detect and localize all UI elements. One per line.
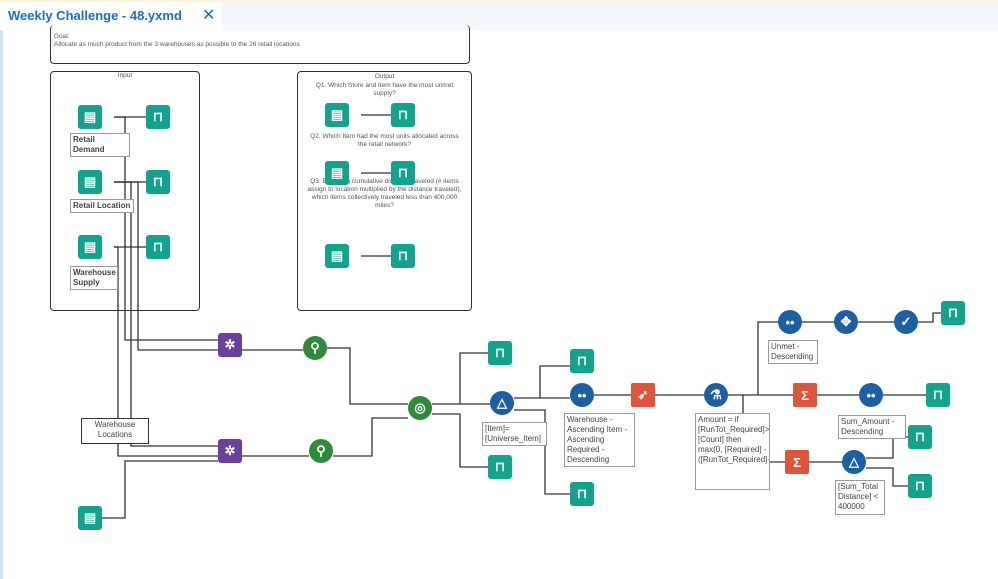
label-warehouse-supply: Warehouse Supply: [70, 266, 118, 290]
browse-icon[interactable]: ⊓: [570, 482, 594, 506]
output-title: Output: [374, 73, 395, 80]
question-3: Q3. Based on cumulative distance travele…: [307, 178, 462, 209]
label-filter-item: [Item]=[Universe_Item]: [482, 422, 547, 446]
create-points-icon[interactable]: ⚲: [303, 336, 327, 360]
question-2: Q2. Which Item had the most units alloca…: [310, 133, 459, 148]
input-data-icon[interactable]: ▤: [78, 170, 102, 194]
browse-icon[interactable]: ⊓: [488, 455, 512, 479]
browse-icon[interactable]: ⊓: [488, 341, 512, 365]
output-container: Output Q1. Which Store and Item have the…: [297, 71, 472, 311]
join-multiple-icon[interactable]: ✲: [218, 439, 242, 463]
tab-title: Weekly Challenge - 48.yxmd: [8, 8, 182, 23]
input-data-icon[interactable]: ▤: [78, 105, 102, 129]
goal-heading: Goal:: [54, 33, 70, 40]
input-data-icon[interactable]: ▤: [325, 103, 349, 127]
browse-icon[interactable]: ⊓: [908, 425, 932, 449]
browse-icon[interactable]: ⊓: [391, 161, 415, 185]
input-data-icon[interactable]: ▤: [78, 235, 102, 259]
close-icon[interactable]: ✕: [202, 7, 216, 24]
question-1: Q1. Which Store and Item have the most u…: [315, 82, 454, 97]
browse-icon[interactable]: ⊓: [391, 244, 415, 268]
spatial-match-icon[interactable]: ◎: [408, 396, 432, 420]
tab-workflow[interactable]: Weekly Challenge - 48.yxmd ✕: [0, 2, 222, 30]
join-multiple-icon[interactable]: ✲: [218, 333, 242, 357]
browse-icon[interactable]: ⊓: [391, 103, 415, 127]
input-data-icon[interactable]: ▤: [325, 244, 349, 268]
label-filter-distance: [Sum_Total Distance] < 400000: [835, 480, 885, 515]
label-sort-sum-amount: Sum_Amount - Descending: [838, 415, 906, 439]
sort-icon[interactable]: ••: [778, 310, 802, 334]
browse-icon[interactable]: ⊓: [146, 170, 170, 194]
summarize-icon[interactable]: Σ: [785, 450, 809, 474]
create-points-icon[interactable]: ⚲: [309, 439, 333, 463]
label-formula-amount: Amount = if [RunTot_Required]>[Count] th…: [695, 413, 770, 490]
connections: [102, 114, 941, 519]
browse-icon[interactable]: ⊓: [908, 474, 932, 498]
filter-icon[interactable]: △: [490, 391, 514, 415]
formula-icon[interactable]: ⚗: [704, 383, 728, 407]
goal-text: Allocate as much product from the 3 ware…: [54, 41, 300, 48]
summarize-icon[interactable]: Σ: [793, 383, 817, 407]
sort-icon[interactable]: ••: [859, 383, 883, 407]
browse-icon[interactable]: ⊓: [570, 349, 594, 373]
running-total-icon[interactable]: ➶: [631, 383, 655, 407]
label-retail-location: Retail Location: [70, 199, 134, 213]
unique-icon[interactable]: ✓: [894, 310, 918, 334]
label-sort-unmet: Unmet - Descending: [768, 340, 818, 364]
label-warehouse-locations: Warehouse Locations: [81, 418, 149, 444]
label-sort-warehouse: Warehouse - Ascending Item - Ascending R…: [564, 413, 635, 467]
input-data-icon[interactable]: ▤: [325, 161, 349, 185]
workflow-canvas[interactable]: Goal: Allocate as much product from the …: [0, 25, 998, 579]
input-container: Input: [50, 71, 200, 311]
tab-bar: Weekly Challenge - 48.yxmd ✕: [0, 0, 998, 30]
input-title: Input: [117, 72, 133, 79]
input-data-icon[interactable]: ▤: [78, 506, 102, 530]
sort-icon[interactable]: ••: [570, 383, 594, 407]
browse-icon[interactable]: ⊓: [146, 235, 170, 259]
browse-icon[interactable]: ⊓: [941, 301, 965, 325]
browse-icon[interactable]: ⊓: [146, 105, 170, 129]
label-retail-demand: Retail Demand: [70, 133, 130, 157]
goal-comment: Goal: Allocate as much product from the …: [50, 25, 470, 64]
filter-icon[interactable]: △: [842, 450, 866, 474]
browse-icon[interactable]: ⊓: [926, 383, 950, 407]
select-icon[interactable]: ✥: [834, 310, 858, 334]
